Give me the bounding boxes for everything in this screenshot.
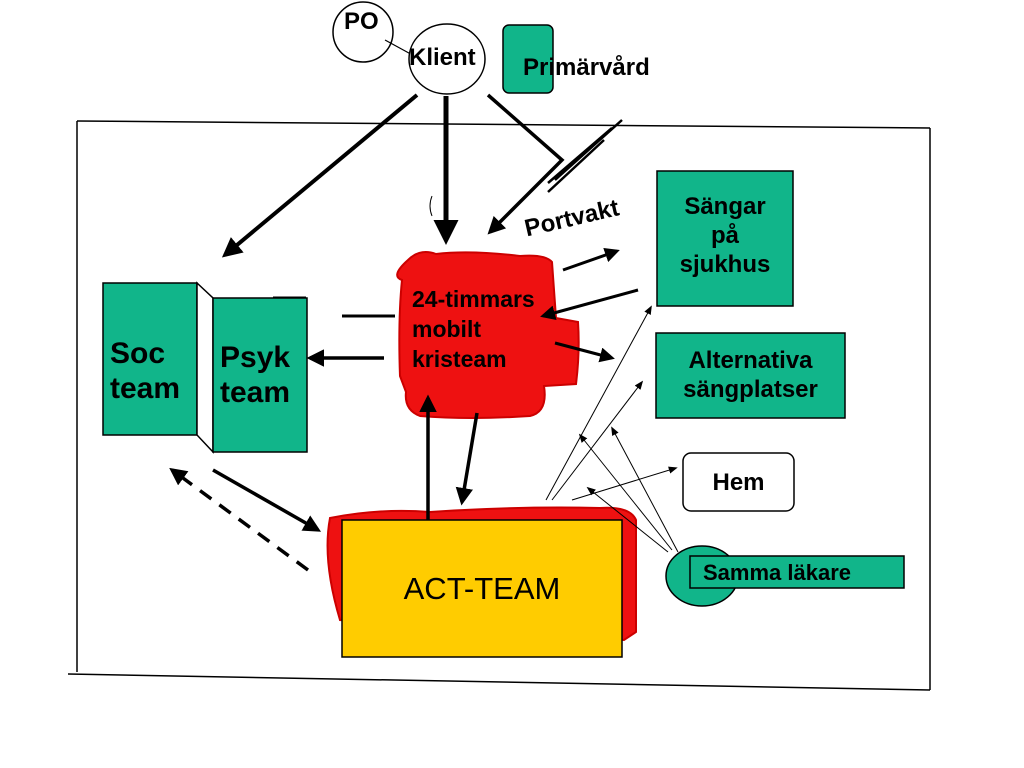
kristeam-line-3: kristeam bbox=[412, 346, 507, 372]
alternativa-box[interactable] bbox=[655, 332, 846, 419]
sangar-line-1: Sängar bbox=[684, 193, 766, 220]
kristeam-line-1: 24-timmars bbox=[412, 286, 535, 312]
blocked-path-slashes bbox=[547, 119, 623, 193]
arrow-kristeam-to-act bbox=[455, 412, 479, 506]
psyk-team-line-1: Psyk bbox=[220, 341, 291, 374]
hem-label: Hem bbox=[712, 469, 765, 496]
soc-team-box[interactable] bbox=[102, 282, 198, 436]
po-circle[interactable] bbox=[332, 1, 394, 63]
sangar-box[interactable] bbox=[656, 170, 794, 307]
arrow-klient-to-psykteam bbox=[221, 93, 419, 258]
act-team-label: ACT-TEAM bbox=[403, 571, 561, 606]
act-team-box[interactable] bbox=[341, 519, 623, 658]
sangar-line-2: på bbox=[710, 222, 739, 249]
sangar-label: Sängar på sjukhus bbox=[657, 192, 793, 279]
arrow-klient-blocked-path bbox=[486, 93, 565, 235]
arrow-sangar-to-kristeam bbox=[540, 288, 639, 321]
arrow-act-to-soc-dashed bbox=[169, 467, 310, 572]
kristeam-label: 24-timmars mobilt kristeam bbox=[412, 284, 535, 374]
boundary-frame bbox=[67, 120, 931, 691]
psyk-team-box[interactable] bbox=[212, 297, 308, 453]
klient-circle[interactable] bbox=[408, 23, 486, 95]
alternativa-line-2: sängplatser bbox=[683, 376, 818, 403]
klient-label: Klient bbox=[409, 44, 476, 71]
alternativa-label: Alternativa sängplatser bbox=[656, 346, 845, 404]
primarvard-box[interactable] bbox=[502, 24, 554, 94]
small-bracket-mark bbox=[429, 195, 433, 217]
alternativa-line-1: Alternativa bbox=[688, 347, 813, 374]
arrow-soc-to-act bbox=[212, 468, 322, 532]
soc-psyk-connector bbox=[196, 281, 214, 454]
samma-lakare-arrows bbox=[578, 426, 679, 553]
psyk-team-label: Psyk team bbox=[220, 340, 290, 410]
samma-lakare-label: Samma läkare bbox=[703, 560, 851, 585]
soc-team-label: Soc team bbox=[110, 336, 180, 406]
arrow-kristeam-to-sangar bbox=[562, 247, 620, 272]
soc-team-line-1: Soc bbox=[110, 337, 166, 370]
hem-box[interactable] bbox=[682, 452, 795, 512]
arrow-kristeam-to-alternativa bbox=[554, 341, 615, 363]
po-label: PO bbox=[344, 8, 379, 35]
primarvard-label: Primärvård bbox=[523, 54, 650, 81]
sangar-line-3: sjukhus bbox=[679, 251, 771, 278]
kristeam-line-2: mobilt bbox=[412, 316, 481, 342]
samma-lakare-box[interactable] bbox=[689, 555, 905, 589]
psyk-team-line-2: team bbox=[220, 376, 291, 409]
soc-team-line-2: team bbox=[110, 372, 181, 405]
kristeam-blob[interactable] bbox=[396, 251, 580, 419]
